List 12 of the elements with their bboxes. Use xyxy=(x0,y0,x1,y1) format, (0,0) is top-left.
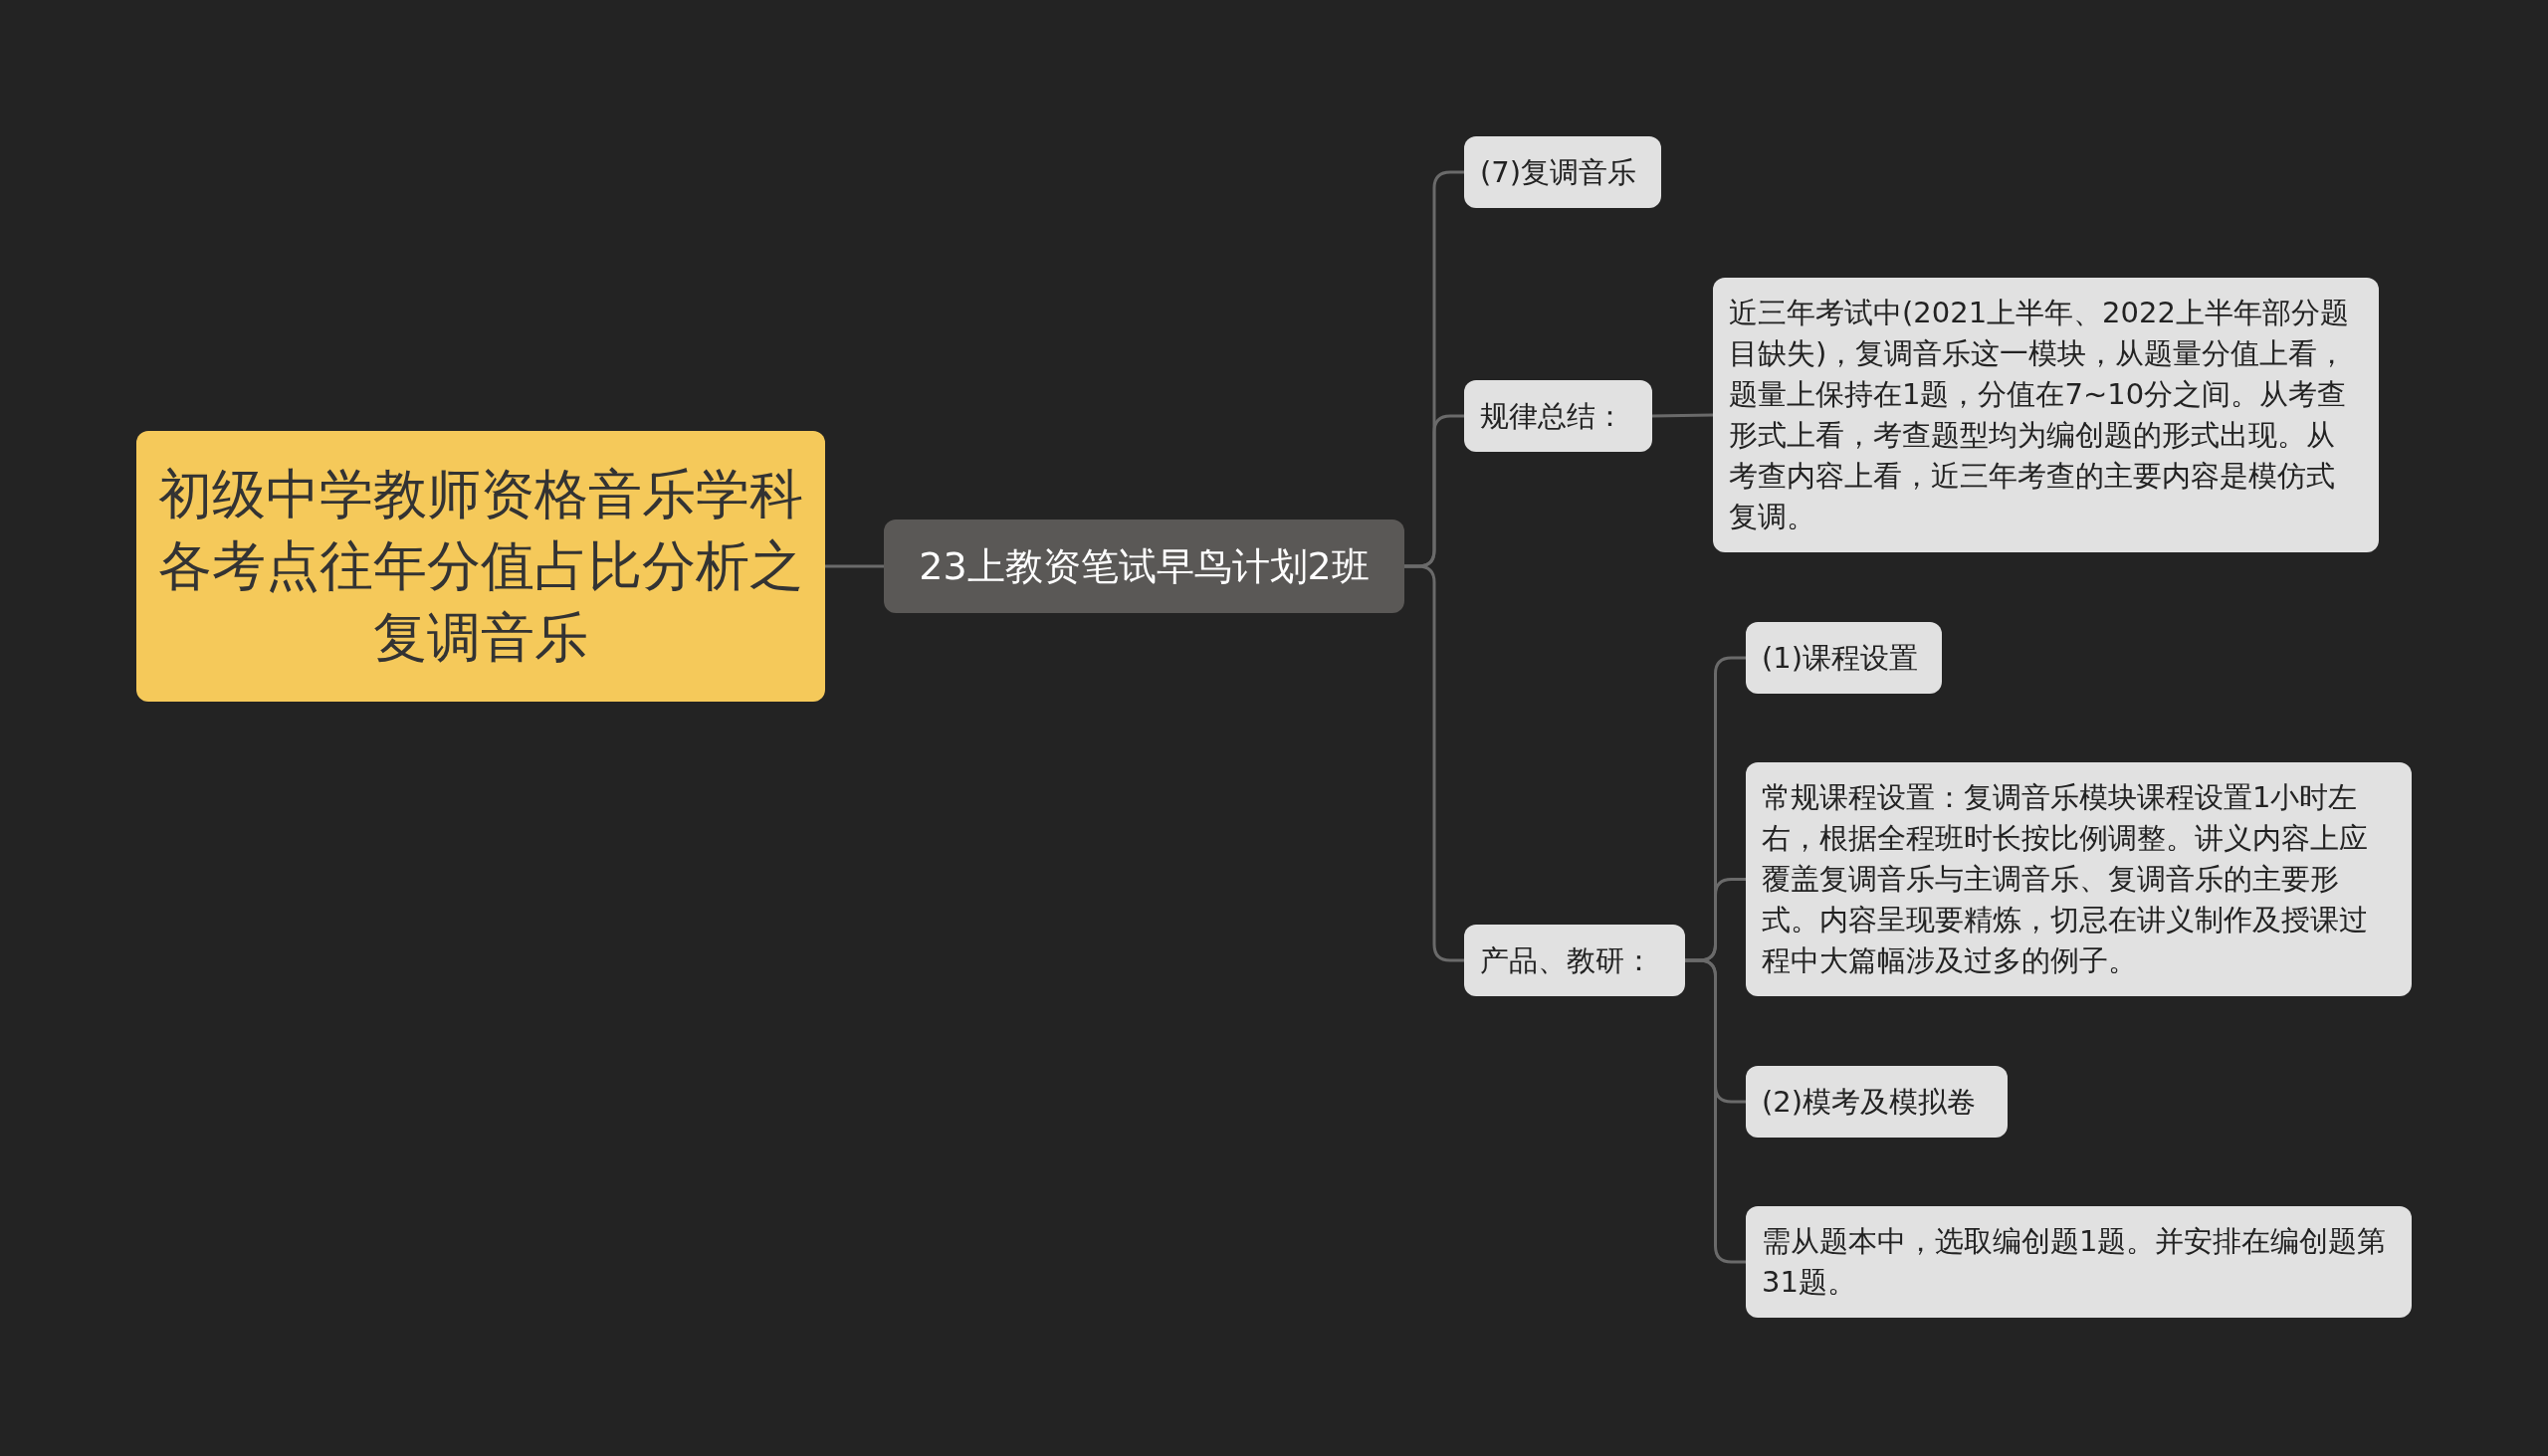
text-box: 需从题本中，选取编创题1题。并安排在编创题第31题。 xyxy=(1746,1206,2412,1318)
text-box: (7)复调音乐 xyxy=(1464,136,1661,208)
subtopic-box: 23上教资笔试早鸟计划2班 xyxy=(884,520,1404,613)
connector-line xyxy=(825,564,884,568)
text-box: 规律总结： xyxy=(1464,380,1652,452)
topic-box: 初级中学教师资格音乐学科各考点往年分值占比分析之复调音乐 xyxy=(136,431,825,702)
text-box: (2)模考及模拟卷 xyxy=(1746,1066,2008,1138)
text-box: (1)课程设置 xyxy=(1746,622,1942,694)
text-box: 常规课程设置：复调音乐模块课程设置1小时左右，根据全程班时长按比例调整。讲义内容上应覆盖复调音乐与主调音乐、复调音乐的主要形式。内容呈现要精炼，切忌在讲义制作及授课过程中大篇幅涉及过多的例子。 xyxy=(1746,762,2412,996)
text-box: 近三年考试中(2021上半年、2022上半年部分题目缺失)，复调音乐这一模块，从题量分值上看，题量上保持在1题，分值在7~10分之间。从考查形式上看，考查题型均为编创题的形式出现。从考查内容上看，近三年考查的主要内容是模仿式复调。 xyxy=(1713,278,2379,552)
text-box: 产品、教研： xyxy=(1464,925,1685,996)
connector-line xyxy=(1651,413,1714,418)
